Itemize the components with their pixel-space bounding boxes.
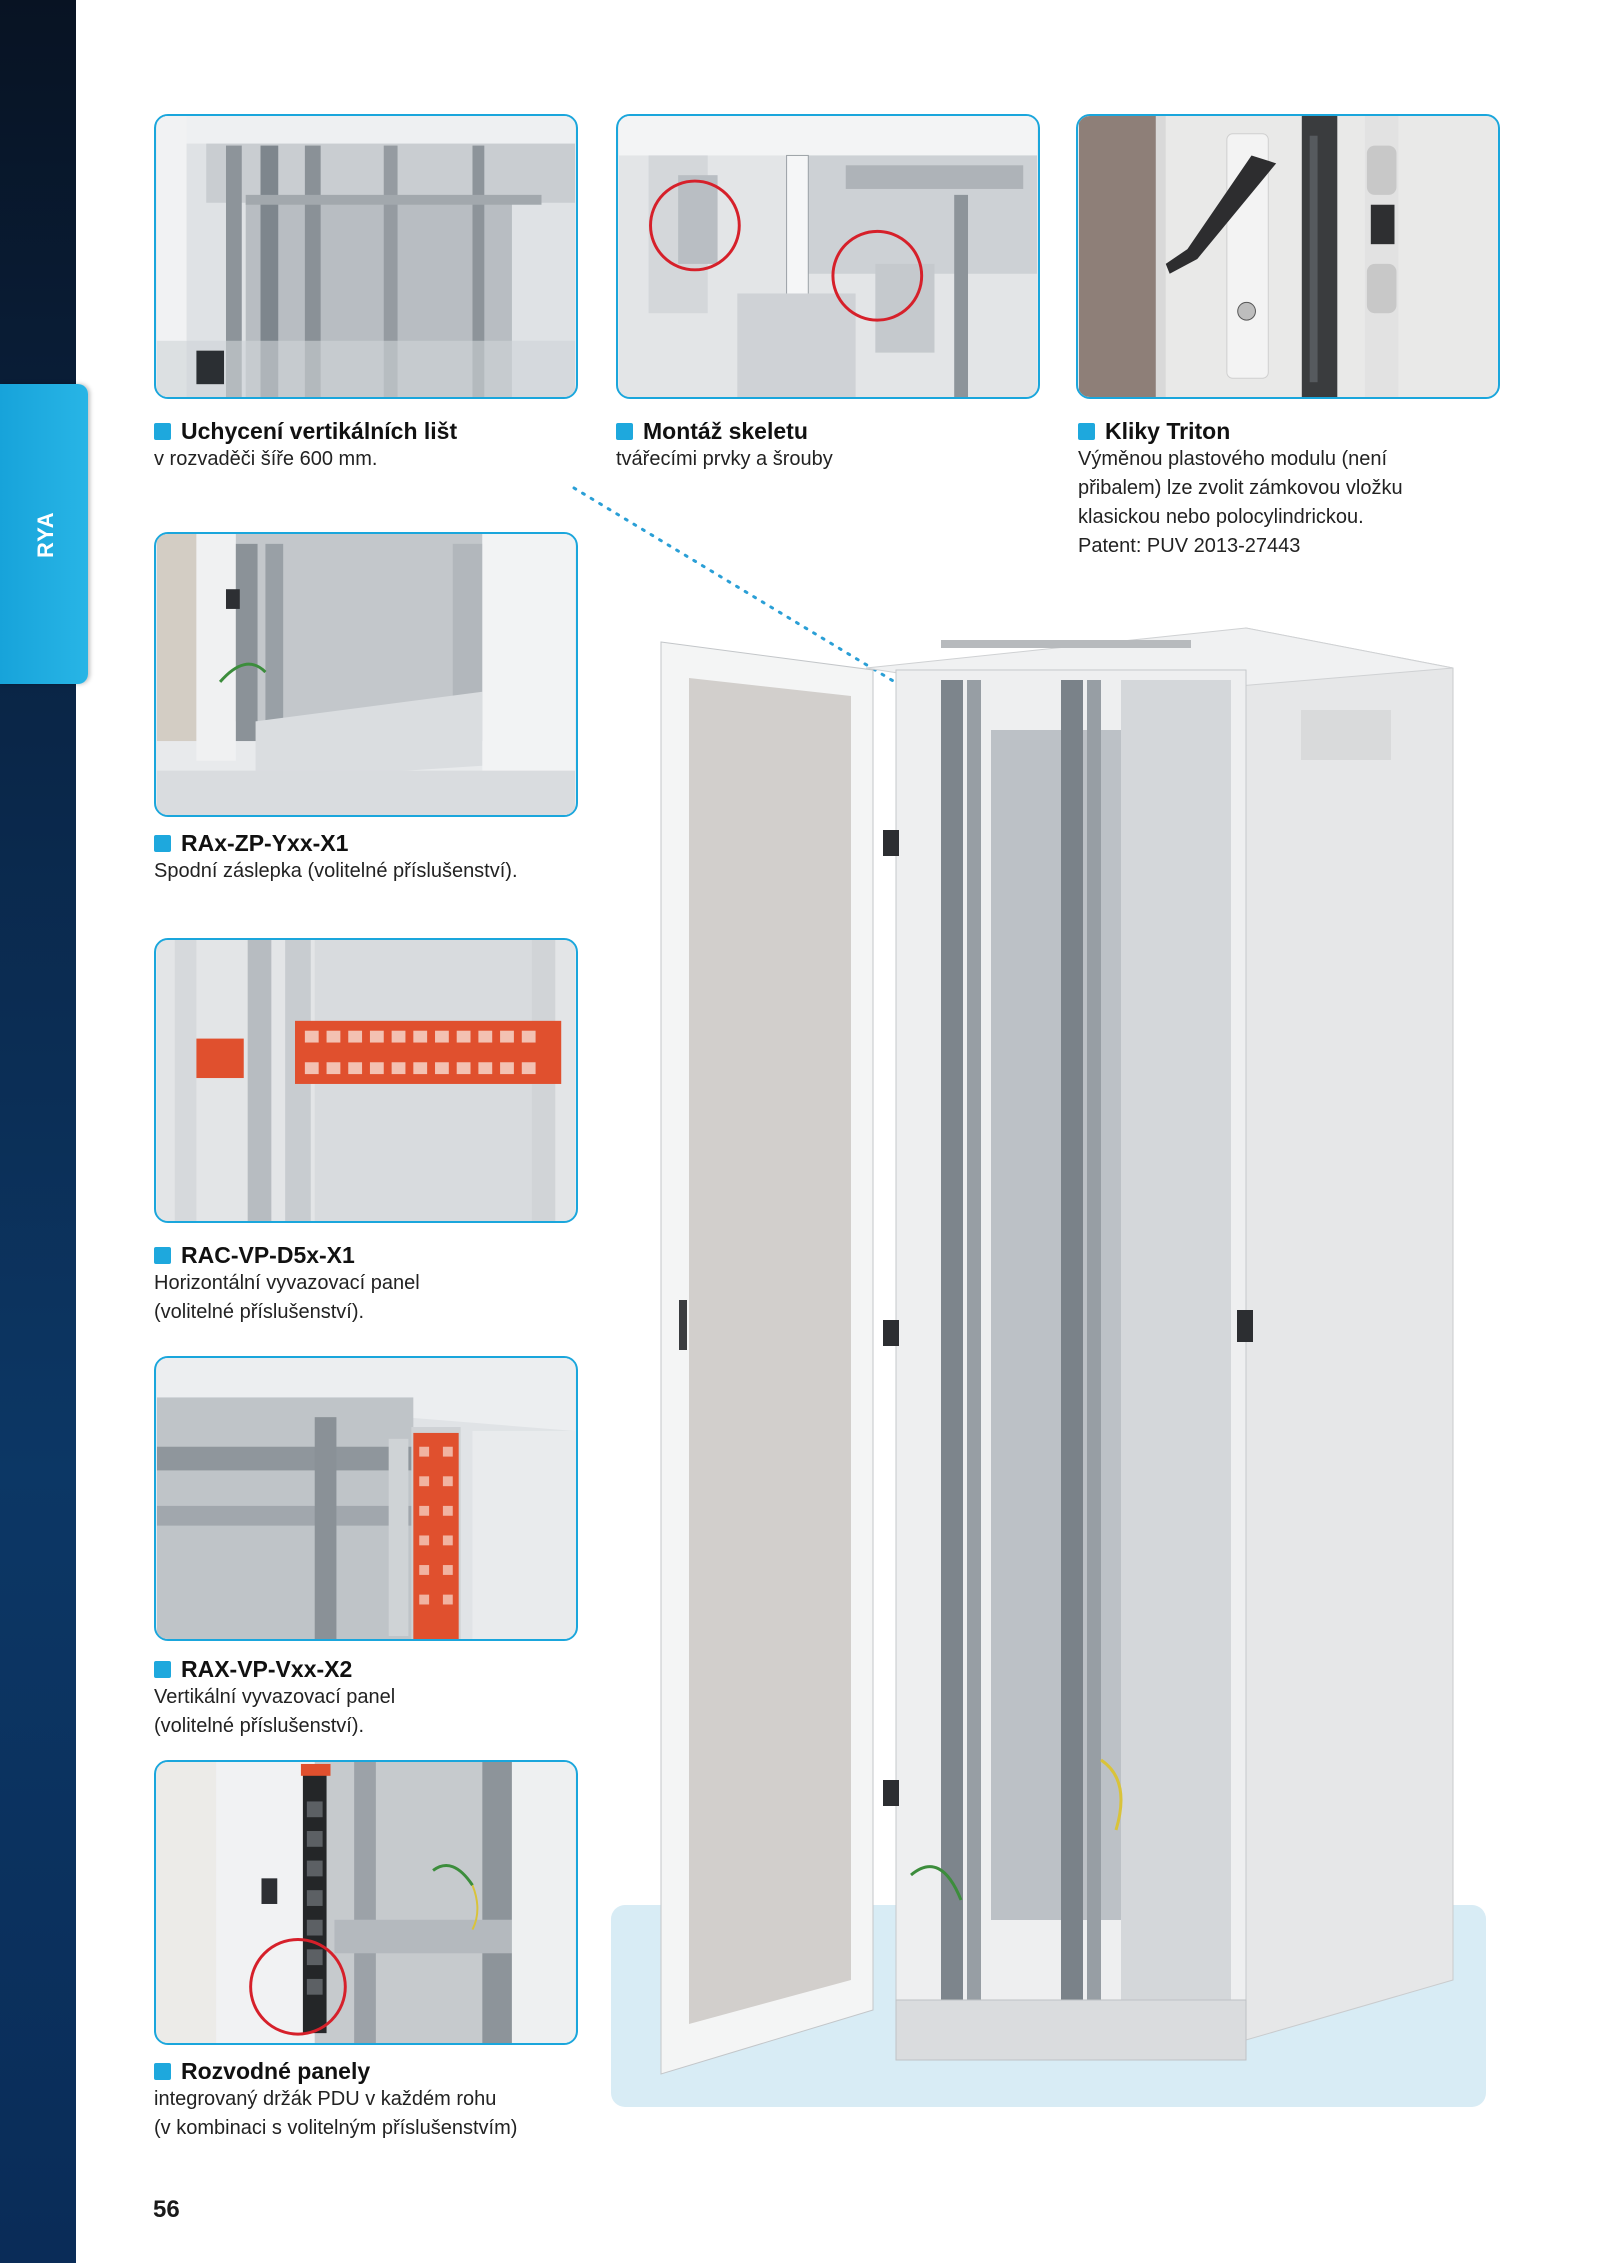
caption-line: Patent: PUV 2013-27443	[1078, 535, 1301, 557]
section-tab-label: RYA	[33, 511, 58, 559]
caption-line: Horizontální vyvazovací panel	[154, 1272, 420, 1294]
page-number: 56	[153, 2196, 180, 2223]
photo-horizontal-tie-panel	[154, 938, 578, 1223]
caption-triton-handle: Kliky Triton Výměnou plastového modulu (…	[1078, 418, 1403, 561]
caption-line: (v kombinaci s volitelným příslušenstvím…	[154, 2117, 518, 2139]
caption-title: Montáž skeletu	[643, 418, 808, 444]
bullet-square-icon	[616, 423, 633, 440]
photo-triton-handle	[1076, 114, 1500, 399]
bullet-square-icon	[154, 2063, 171, 2080]
bullet-square-icon	[154, 1247, 171, 1264]
caption-line: v rozvaděči šíře 600 mm.	[154, 448, 378, 470]
rack-cabinet-illustration	[611, 620, 1486, 2120]
caption-title: Rozvodné panely	[181, 2058, 371, 2084]
caption-title: Uchycení vertikálních lišt	[181, 418, 458, 444]
caption-title: RAx-ZP-Yxx-X1	[181, 830, 349, 856]
caption-vertical-tie-panel: RAX-VP-Vxx-X2 Vertikální vyvazovací pane…	[154, 1656, 395, 1741]
caption-horizontal-tie-panel: RAC-VP-D5x-X1 Horizontální vyvazovací pa…	[154, 1242, 420, 1327]
caption-line: integrovaný držák PDU v každém rohu	[154, 2088, 497, 2110]
caption-bottom-blanking: RAx-ZP-Yxx-X1 Spodní záslepka (volitelné…	[154, 830, 518, 886]
bullet-square-icon	[1078, 423, 1095, 440]
caption-line: (volitelné příslušenství).	[154, 1715, 365, 1737]
caption-line: (volitelné příslušenství).	[154, 1301, 365, 1323]
bullet-square-icon	[154, 423, 171, 440]
caption-line: Spodní záslepka (volitelné příslušenství…	[154, 860, 518, 882]
caption-line: přibalem) lze zvolit zámkovou vložku	[1078, 477, 1403, 499]
caption-frame-assembly: Montáž skeletu tvářecími prvky a šrouby	[616, 418, 833, 474]
photo-frame-assembly	[616, 114, 1040, 399]
caption-line: Vertikální vyvazovací panel	[154, 1686, 396, 1708]
caption-pdu-distribution: Rozvodné panely integrovaný držák PDU v …	[154, 2058, 517, 2143]
side-navigation-bar	[0, 0, 76, 2263]
caption-line: tvářecími prvky a šrouby	[616, 448, 833, 470]
photo-bottom-blanking	[154, 532, 578, 817]
caption-line: klasickou nebo polocylindrickou.	[1078, 506, 1364, 528]
bullet-square-icon	[154, 835, 171, 852]
caption-title: RAX-VP-Vxx-X2	[181, 1656, 353, 1682]
caption-title: RAC-VP-D5x-X1	[181, 1242, 355, 1268]
caption-line: Výměnou plastového modulu (není	[1078, 448, 1388, 470]
photo-pdu-distribution	[154, 1760, 578, 2045]
caption-vertical-rails: Uchycení vertikálních lišt v rozvaděči š…	[154, 418, 457, 474]
section-tab[interactable]	[0, 384, 88, 684]
photo-vertical-rails	[154, 114, 578, 399]
caption-title: Kliky Triton	[1105, 418, 1231, 444]
bullet-square-icon	[154, 1661, 171, 1678]
photo-vertical-tie-panel	[154, 1356, 578, 1641]
